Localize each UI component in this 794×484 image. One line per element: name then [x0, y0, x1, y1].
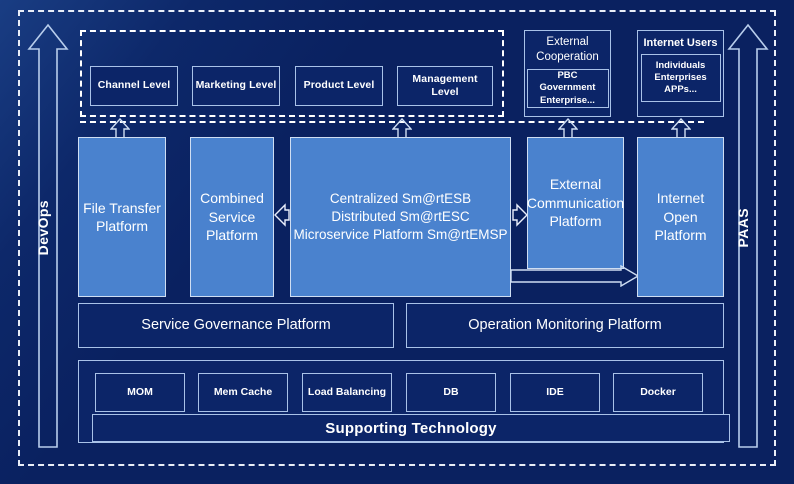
governance-service-platform[interactable]: Service Governance Platform [78, 303, 394, 348]
platform-external-communication[interactable]: External Communication Platform [527, 137, 624, 269]
tech-db[interactable]: DB [406, 373, 496, 412]
internet-users-detail-box: Individuals Enterprises APPs... [640, 54, 721, 103]
app-level-product[interactable]: Product Level [295, 66, 383, 106]
tech-mem-cache[interactable]: Mem Cache [198, 373, 288, 412]
tech-mom-label: MOM [127, 385, 153, 398]
paas-label: PAAS [735, 208, 751, 248]
governance-operation-monitoring[interactable]: Operation Monitoring Platform [406, 303, 724, 348]
app-level-management-label: Management Level [412, 72, 478, 98]
platform-centralized-esb-label: Centralized Sm@rtESB Distributed Sm@rtES… [293, 191, 508, 242]
tech-ide-label: IDE [546, 385, 564, 398]
arrow-right-long-icon [511, 265, 639, 287]
external-cooperation-detail-box: PBC Government Enterprise... [526, 68, 609, 108]
tech-docker[interactable]: Docker [613, 373, 703, 412]
arrow-left-icon [274, 203, 290, 227]
platform-file-transfer[interactable]: File Transfer Platform [78, 137, 166, 297]
outer-boundary [18, 10, 776, 466]
up-arrow-icon [110, 118, 130, 140]
platform-combined-service-label: Combined Service Platform [200, 190, 264, 244]
app-level-channel[interactable]: Channel Level [90, 66, 178, 106]
supporting-technology-label: Supporting Technology [325, 419, 497, 437]
tech-load-balancing-label: Load Balancing [307, 385, 387, 398]
governance-operation-monitoring-label: Operation Monitoring Platform [468, 317, 662, 334]
tech-load-balancing[interactable]: Load Balancing [302, 373, 392, 412]
tech-mem-cache-label: Mem Cache [213, 385, 273, 398]
paas-pillar [726, 22, 770, 450]
arrow-esb-to-external-comm [512, 203, 528, 227]
up-arrow-icon [392, 118, 412, 140]
app-level-management[interactable]: Management Level [397, 66, 493, 106]
platform-combined-service[interactable]: Combined Service Platform [190, 137, 274, 297]
internet-users-detail: Individuals Enterprises APPs... [654, 59, 707, 96]
up-arrow-icon [558, 118, 578, 140]
platform-centralized-esb[interactable]: Centralized Sm@rtESB Distributed Sm@rtES… [290, 137, 511, 297]
tech-mom[interactable]: MOM [95, 373, 185, 412]
arrow-right-icon [512, 203, 528, 227]
tech-db-label: DB [443, 385, 459, 398]
platform-external-communication-label: External Communication Platform [526, 176, 625, 230]
external-cooperation-title: External Cooperation [536, 36, 599, 63]
app-level-channel-label: Channel Level [97, 79, 171, 92]
internet-users-title: Internet Users [643, 37, 718, 49]
up-arrow-icon [727, 23, 769, 448]
devops-pillar [26, 22, 70, 450]
governance-service-platform-label: Service Governance Platform [141, 317, 331, 334]
platform-file-transfer-label: File Transfer Platform [83, 199, 161, 234]
external-cooperation-box[interactable]: External Cooperation PBC Government Ente… [524, 30, 611, 117]
up-arrow-icon [27, 23, 69, 448]
up-arrow-icon [671, 118, 691, 140]
arrow-esb-to-combined-service [274, 203, 290, 227]
app-level-marketing-label: Marketing Level [195, 79, 277, 92]
internet-users-box[interactable]: Internet Users Individuals Enterprises A… [637, 30, 724, 117]
arrow-esb-to-internet-open [511, 265, 639, 287]
app-level-product-label: Product Level [303, 79, 375, 92]
devops-label: DevOps [35, 200, 51, 256]
tech-docker-label: Docker [640, 385, 676, 398]
platform-internet-open-label: Internet Open Platform [654, 190, 707, 244]
tech-ide[interactable]: IDE [510, 373, 600, 412]
supporting-technology-banner[interactable]: Supporting Technology [92, 414, 730, 442]
external-cooperation-detail: PBC Government Enterprise... [539, 69, 596, 106]
app-level-marketing[interactable]: Marketing Level [192, 66, 280, 106]
platform-internet-open[interactable]: Internet Open Platform [637, 137, 724, 297]
layer-separator [80, 121, 704, 123]
application-layer-boundary [80, 30, 504, 117]
